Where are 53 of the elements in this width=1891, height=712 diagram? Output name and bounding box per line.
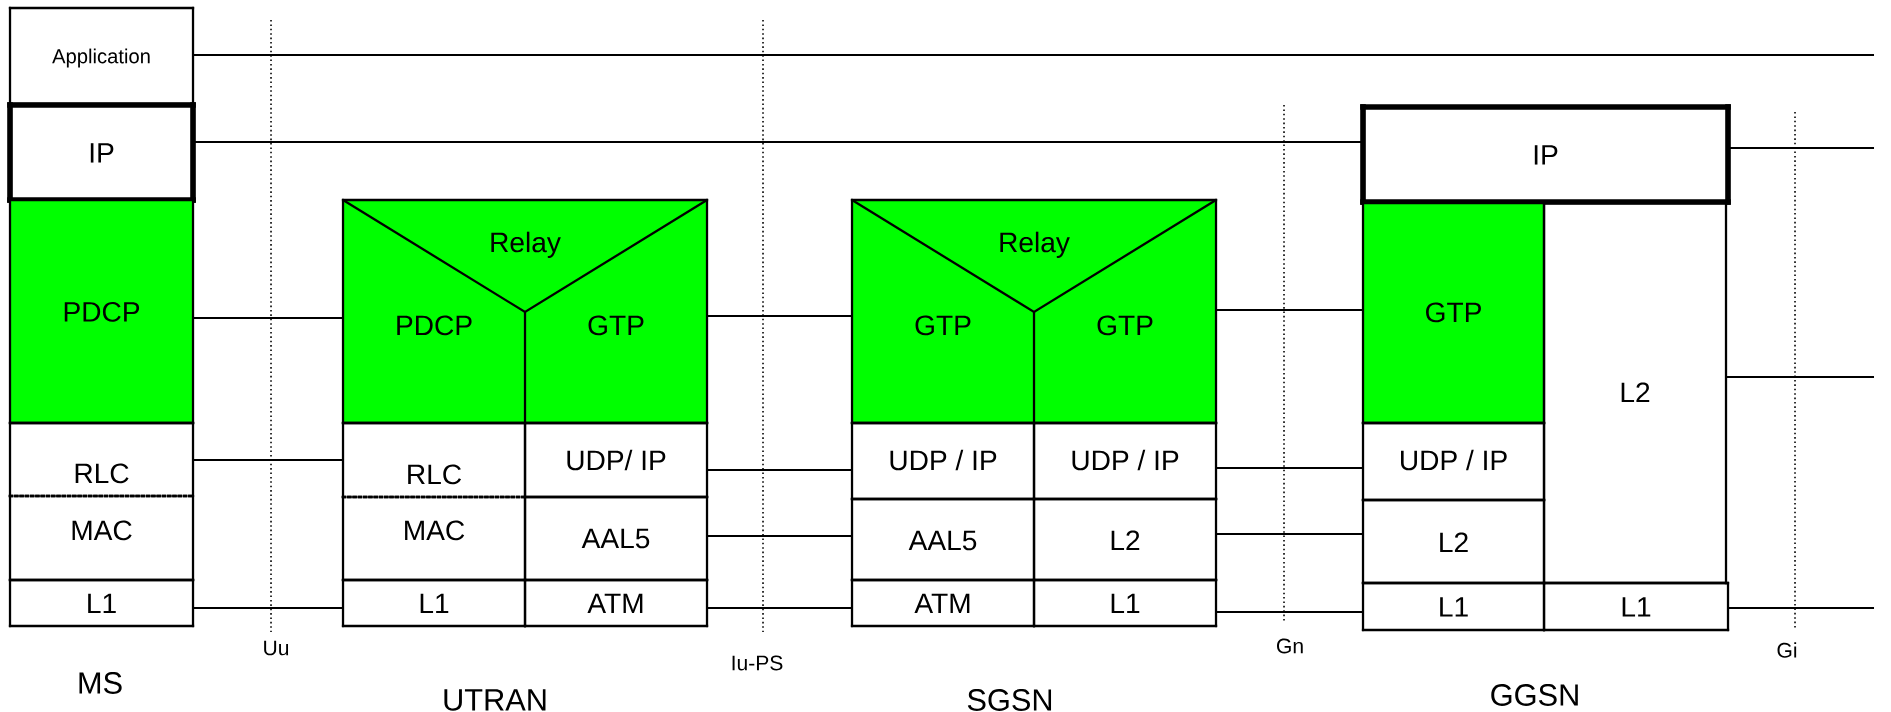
connector-line: [193, 458, 343, 462]
connector-line: [707, 314, 852, 318]
connector-line: [1726, 375, 1874, 379]
layer-box: RLC: [8, 421, 195, 498]
interface-label: Iu-PS: [732, 655, 783, 671]
interface-label: Uu: [264, 640, 289, 656]
connector-line: [1216, 532, 1363, 536]
network-element-label: UTRAN: [444, 689, 546, 711]
layer-label: GTP: [1097, 315, 1153, 336]
layer-box: ATM: [850, 578, 1036, 628]
layer-box: AAL5: [850, 497, 1036, 582]
network-element-label: GGSN: [1491, 684, 1578, 706]
layer-label: GTP: [588, 315, 644, 336]
connector-line: [1216, 308, 1363, 312]
interface-label: Gn: [1277, 638, 1303, 654]
layer-box: L1: [341, 578, 527, 628]
layer-label: PDCP: [397, 315, 472, 336]
connector-line: [707, 606, 852, 610]
connector-line: [1216, 466, 1363, 470]
layer-box: IP: [7, 102, 196, 203]
layer-box: L2: [1542, 201, 1728, 585]
connector-line: [193, 140, 1363, 144]
connector-line: [1728, 146, 1874, 150]
layer-box: UDP / IP: [1032, 421, 1218, 501]
connector-line: [193, 316, 343, 320]
layer-box: IP: [1360, 104, 1731, 205]
layer-box: L1: [8, 578, 195, 628]
layer-box: ATM: [523, 578, 709, 628]
interface-label: Gi: [1777, 642, 1797, 658]
layer-box: GTP: [1361, 201, 1546, 425]
layer-box: L1: [1032, 578, 1218, 628]
network-element-label: SGSN: [967, 689, 1052, 711]
layer-box: RLC: [341, 421, 527, 499]
layer-box: UDP/ IP: [523, 421, 709, 499]
layer-box: MAC: [8, 494, 195, 582]
network-element-label: MS: [79, 672, 122, 694]
connector-line: [193, 53, 1874, 57]
layer-box: AAL5: [523, 495, 709, 582]
layer-box: MAC: [341, 495, 527, 582]
layer-box: L2: [1361, 498, 1546, 585]
connector-line: [707, 468, 852, 472]
layer-box: UDP / IP: [850, 421, 1036, 501]
layer-box: L1: [1361, 581, 1546, 632]
layer-label: GTP: [915, 315, 971, 336]
connector-line: [1216, 610, 1363, 614]
connector-line: [193, 606, 343, 610]
connector-line: [1728, 606, 1874, 610]
layer-box: Application: [8, 6, 195, 106]
layer-box: PDCP: [8, 198, 195, 425]
layer-box: L1: [1542, 581, 1730, 632]
layer-box: L2: [1032, 497, 1218, 582]
connector-line: [707, 534, 852, 538]
layer-box: UDP / IP: [1361, 421, 1546, 502]
